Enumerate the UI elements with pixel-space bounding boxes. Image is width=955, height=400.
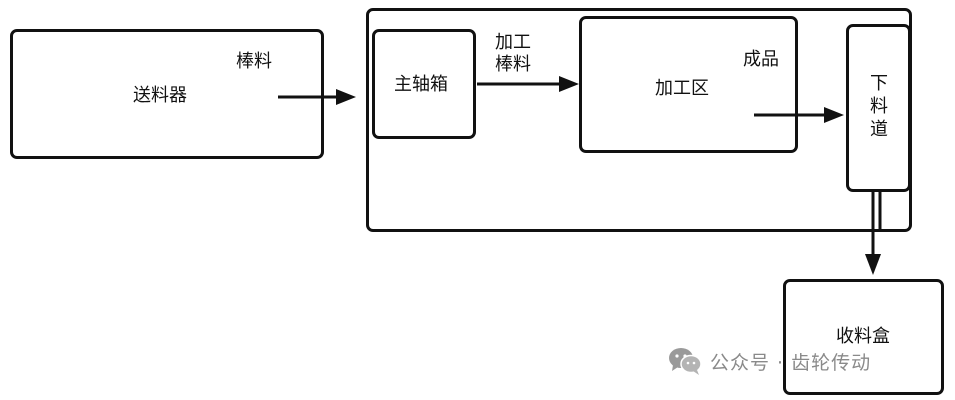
finished-product-label: 成品	[743, 49, 779, 70]
collection-box	[783, 279, 944, 395]
machining-zone-label: 加工区	[655, 78, 709, 99]
machining-bar-stock-label-line1: 加工	[495, 32, 531, 53]
arrowhead-feeder-to-machine	[336, 89, 356, 105]
machining-bar-stock-label-line2: 棒料	[495, 54, 531, 75]
feeder-label: 送料器	[133, 85, 187, 106]
feeder-box	[10, 29, 324, 159]
discharge-chute-label: 下 料 道	[868, 72, 890, 141]
headstock-label: 主轴箱	[394, 74, 448, 95]
arrowhead-chute-to-collection	[865, 254, 881, 275]
arrowhead-machining-to-chute	[824, 107, 844, 123]
collection-box-label: 收料盒	[836, 326, 890, 347]
discharge-chute-char-3: 道	[870, 119, 888, 140]
wechat-icon	[669, 348, 702, 375]
machining-zone-box	[579, 16, 798, 153]
watermark-text: 公众号 · 齿轮传动	[710, 351, 872, 374]
discharge-chute-char-1: 下	[870, 73, 888, 94]
headstock-box	[372, 29, 476, 139]
bar-stock-label: 棒料	[236, 51, 272, 72]
watermark: 公众号 · 齿轮传动	[668, 345, 871, 377]
arrowhead-headstock-to-machining	[559, 76, 579, 92]
discharge-chute-box	[846, 24, 911, 192]
discharge-chute-char-2: 料	[870, 96, 888, 117]
